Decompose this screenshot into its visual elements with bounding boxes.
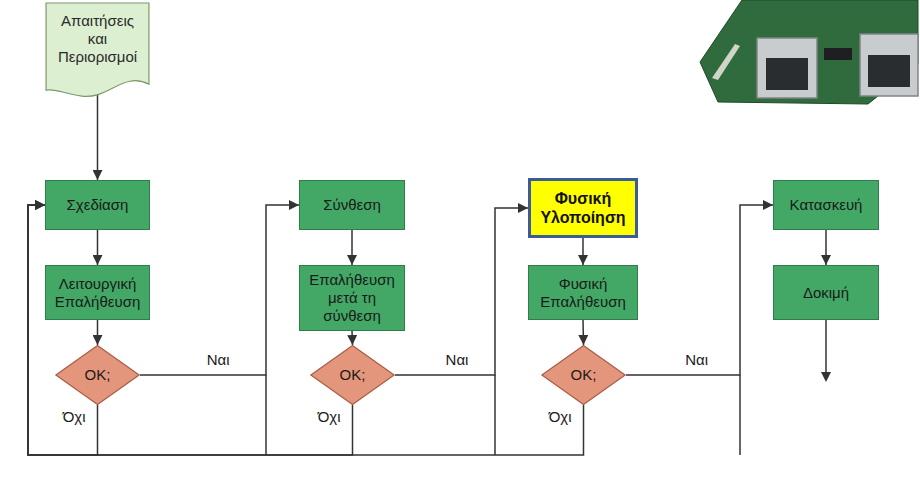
flow-connector xyxy=(582,320,584,345)
process-box: Σύνθεση xyxy=(299,180,405,230)
node-text: Σύνθεση xyxy=(317,196,387,214)
node-text: OK; xyxy=(334,366,372,384)
flow-connector xyxy=(97,320,99,345)
node-text: Λειτουργική Επαλήθευση xyxy=(46,275,149,311)
process-box: Επαλήθευση μετά τη σύνθεση xyxy=(299,265,405,331)
process-box: Φυσική Επαλήθευση xyxy=(528,265,638,320)
node-text: OK; xyxy=(565,366,603,384)
flow-connector xyxy=(351,230,353,265)
node-text: Φυσική Επαλήθευση xyxy=(529,275,637,311)
edge-label: Όχι xyxy=(61,408,88,426)
flow-connector xyxy=(825,230,827,265)
flow-connector xyxy=(28,205,98,455)
flow-connector xyxy=(351,331,353,345)
decision-diamond: OK; xyxy=(310,345,395,405)
document-shape: Απαιτήσεις και Περιορισμοί xyxy=(45,2,150,100)
decision-diamond: OK; xyxy=(541,345,626,405)
edge-label: Ναι xyxy=(683,351,710,369)
flow-connector xyxy=(582,238,584,265)
node-text: Σχεδίαση xyxy=(61,196,135,214)
edge-label: Όχι xyxy=(316,408,343,426)
flow-connector xyxy=(626,205,773,375)
node-text: Κατασκευή xyxy=(784,196,869,214)
edge-label: Ναι xyxy=(205,351,232,369)
exit-arrow xyxy=(821,320,831,382)
process-box: Δοκιμή xyxy=(773,265,879,320)
node-text: OK; xyxy=(79,366,117,384)
highlighted-box: Φυσική Υλοποίηση xyxy=(528,178,638,238)
node-text: Επαλήθευση μετά τη σύνθεση xyxy=(300,271,404,325)
edge-label: Όχι xyxy=(547,408,574,426)
edge-label: Ναι xyxy=(444,351,471,369)
flow-connector xyxy=(395,208,528,375)
network-board xyxy=(700,0,918,104)
node-text: Φυσική Υλοποίηση xyxy=(531,189,635,227)
flow-connector xyxy=(97,92,99,180)
decision-diamond: OK; xyxy=(55,345,140,405)
process-box: Κατασκευή xyxy=(773,180,879,230)
flow-connector xyxy=(140,205,299,375)
flow-connector xyxy=(28,205,584,455)
node-text: Απαιτήσεις και Περιορισμοί xyxy=(45,12,150,66)
process-box: Σχεδίαση xyxy=(45,180,150,230)
flow-connector xyxy=(97,230,99,265)
node-text: Δοκιμή xyxy=(797,284,855,302)
process-box: Λειτουργική Επαλήθευση xyxy=(45,265,150,320)
